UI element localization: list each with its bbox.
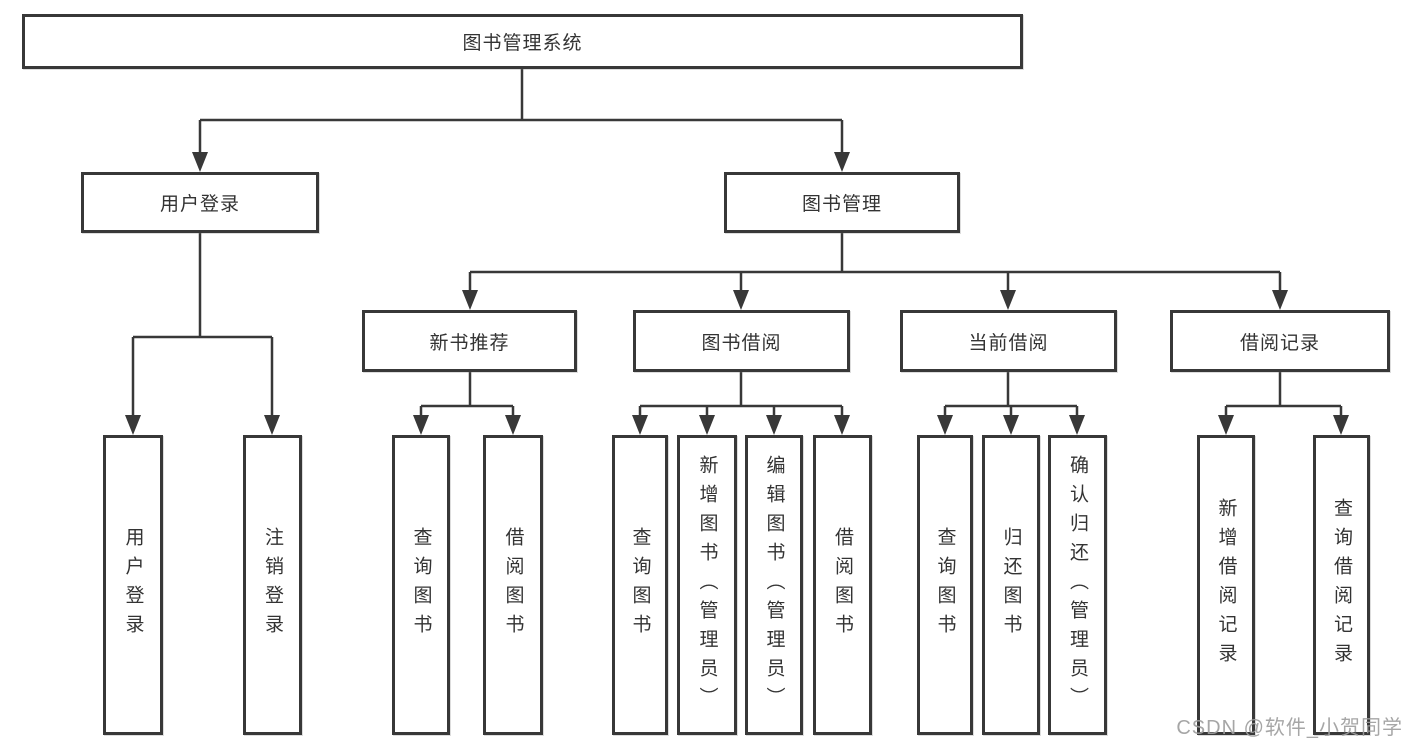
leaf-br-query-record-label: 查询借阅记录: [1331, 498, 1352, 672]
arrow-down-icon: [834, 415, 850, 435]
node-borrow-record-label: 借阅记录: [1239, 332, 1320, 354]
leaf-cb-confirm-return-admin: 确认归还（管理员）: [1048, 435, 1107, 735]
leaf-bb-query-book-label: 查询图书: [629, 527, 651, 643]
leaf-logout: 注销登录: [243, 435, 302, 735]
node-book-management-label: 图书管理: [801, 194, 882, 215]
leaf-cb-query-book-label: 查询图书: [934, 527, 956, 643]
arrow-down-icon: [462, 290, 478, 310]
arrow-down-icon: [192, 152, 208, 172]
leaf-br-add-record: 新增借阅记录: [1197, 435, 1255, 735]
node-root: 图书管理系统: [22, 14, 1023, 69]
node-user-login-label: 用户登录: [159, 194, 240, 215]
node-book-borrow-label: 图书借阅: [701, 332, 782, 354]
leaf-br-add-record-label: 新增借阅记录: [1215, 498, 1237, 672]
arrow-down-icon: [834, 152, 850, 172]
node-book-management: 图书管理: [724, 172, 960, 233]
leaf-user-login-label: 用户登录: [122, 527, 144, 643]
leaf-nbr-query-book: 查询图书: [392, 435, 450, 735]
leaf-bb-edit-book-admin-label: 编辑图书（管理员）: [763, 454, 785, 716]
arrow-down-icon: [505, 415, 521, 435]
leaf-cb-confirm-return-admin-label: 确认归还（管理员）: [1067, 454, 1088, 716]
arrow-down-icon: [937, 415, 953, 435]
arrow-down-icon: [632, 415, 648, 435]
node-book-borrow: 图书借阅: [633, 310, 850, 372]
arrow-down-icon: [1218, 415, 1234, 435]
arrow-down-icon: [1272, 290, 1288, 310]
leaf-cb-return-book-label: 归还图书: [1000, 527, 1022, 643]
leaf-bb-add-book-admin: 新增图书（管理员）: [677, 435, 737, 735]
leaf-br-query-record: 查询借阅记录: [1313, 435, 1370, 735]
arrow-down-icon: [766, 415, 782, 435]
leaf-bb-borrow-book: 借阅图书: [813, 435, 872, 735]
node-user-login: 用户登录: [81, 172, 319, 233]
leaf-bb-borrow-book-label: 借阅图书: [832, 527, 853, 643]
node-root-label: 图书管理系统: [462, 33, 583, 54]
leaf-nbr-query-book-label: 查询图书: [410, 527, 432, 643]
arrow-down-icon: [1000, 290, 1016, 310]
leaf-bb-query-book: 查询图书: [612, 435, 668, 735]
arrow-down-icon: [413, 415, 429, 435]
node-current-borrow: 当前借阅: [900, 310, 1117, 372]
leaf-cb-return-book: 归还图书: [982, 435, 1040, 735]
arrowheads: [125, 152, 1349, 435]
arrow-down-icon: [125, 415, 141, 435]
arrow-down-icon: [1069, 415, 1085, 435]
connector-lines: [131, 69, 1343, 419]
leaf-nbr-borrow-book: 借阅图书: [483, 435, 543, 735]
arrow-down-icon: [699, 415, 715, 435]
arrow-down-icon: [1003, 415, 1019, 435]
leaf-cb-query-book: 查询图书: [917, 435, 973, 735]
node-current-borrow-label: 当前借阅: [968, 332, 1049, 354]
csdn-watermark: CSDN @软件_小贺同学: [1176, 717, 1403, 739]
leaf-bb-edit-book-admin: 编辑图书（管理员）: [745, 435, 803, 735]
node-borrow-record: 借阅记录: [1170, 310, 1390, 372]
arrow-down-icon: [1333, 415, 1349, 435]
arrow-down-icon: [264, 415, 280, 435]
node-new-book-recommend-label: 新书推荐: [429, 332, 510, 354]
leaf-nbr-borrow-book-label: 借阅图书: [502, 527, 524, 643]
node-new-book-recommend: 新书推荐: [362, 310, 577, 372]
leaf-logout-label: 注销登录: [262, 527, 283, 643]
leaf-user-login: 用户登录: [103, 435, 163, 735]
leaf-bb-add-book-admin-label: 新增图书（管理员）: [696, 454, 718, 716]
arrow-down-icon: [733, 290, 749, 310]
